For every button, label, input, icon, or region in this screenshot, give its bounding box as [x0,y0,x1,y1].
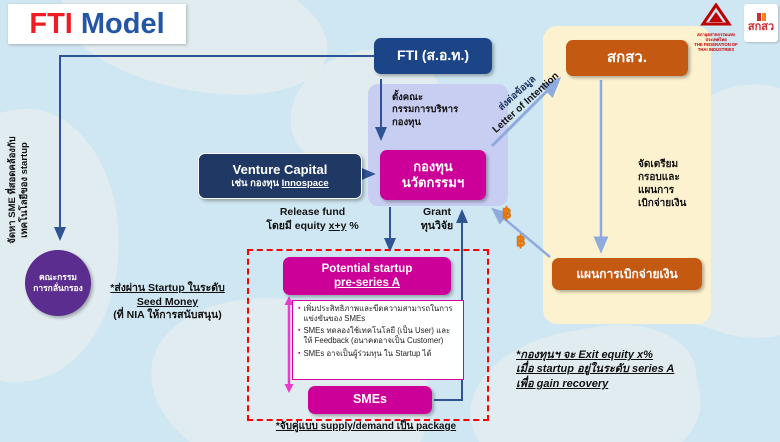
bullet-text: เพิ่มประสิทธิภาพและขีดความสามารถในการแข่… [303,304,453,324]
seed-line3: (ที่ NIA ให้การสนับสนุน) [113,309,222,322]
vc-subtitle-fund: Innospace [281,178,329,190]
bullet-text: SMEs อาจเป็นผู้ร่วมทุน ใน Startup ได้ [303,348,432,358]
matching-note-text: *จับคู่แบบ supply/demand เป็น package [275,421,457,432]
tsri-logo-text: สกสว [747,21,775,33]
fund-line1: กองทุน [413,158,453,174]
release-line2: โดยมี equity x+y % [255,220,370,234]
node-innovation-fund: กองทุน นวัตกรรมฯ [380,150,486,200]
node-disbursement-plan: แผนการเบิกจ่ายเงิน [552,258,702,290]
screening-line2: การกลั่นกรอง [33,283,83,293]
node-venture-capital: Venture Capital เช่น กองทุน Innospace [198,153,362,199]
title-model: Model [80,7,165,40]
title-fti: FTI [29,7,73,40]
fti-logo-thai-caption: สภาอุตสาหกรรมแห่งประเทศไทย [697,32,735,43]
tsri-label: สกสว. [607,48,647,66]
fti-logo-en-caption: THE FEDERATION OF THAI INDUSTRIES [694,42,738,53]
label-prepare-plan: จัดเตรียม กรอบและ แผนการ เบิกจ่ายเงิน [638,159,687,209]
startup-benefits-panel: ▪เพิ่มประสิทธิภาพและขีดความสามารถในการแข… [292,300,464,380]
smes-label: SMEs [352,392,388,407]
release-equity-value: x+y [328,219,347,232]
node-screening-committee: คณะกรรม การกลั่นกรอง [25,250,91,316]
node-smes: SMEs [308,386,432,414]
bullet-text: SMEs ทดลองใช้เทคโนโลยี (เป็น User) และให… [303,326,451,346]
release-line1: Release fund [279,206,346,218]
release-equity-prefix: โดยมี equity [266,219,329,232]
potential-line1: Potential startup [321,262,413,275]
node-fti-label: FTI (ส.อ.ท.) [396,47,470,64]
fti-knot-icon [700,2,732,26]
fund-line2: นวัตกรรมฯ [401,175,465,190]
list-item: ▪เพิ่มประสิทธิภาพและขีดความสามารถในการแข… [298,304,458,324]
vc-subtitle: เช่น กองทุน Innospace [231,178,328,190]
bullet-square-icon: ▪ [298,327,301,335]
tsri-logo: สกสว [744,4,778,42]
bullet-square-icon: ▪ [298,349,301,357]
baht-icon: ฿ [502,205,512,222]
startup-benefits-list: ▪เพิ่มประสิทธิภาพและขีดความสามารถในการแข… [298,304,458,359]
bullet-square-icon: ▪ [298,305,301,312]
baht-icon: ฿ [516,233,526,250]
exit-line1: *กองทุนฯ จะ Exit equity x% [516,349,653,361]
node-fti: FTI (ส.อ.ท.) [374,38,492,74]
label-find-sme: จัดหา SME ที่สอดคล้องกับ เทคโนโลยีของ st… [7,136,31,244]
screening-line1: คณะกรรม [38,271,78,282]
exit-line2: เมื่อ startup อยู่ในระดับ series A [516,363,675,376]
potential-line2: pre-series A [333,277,401,289]
list-item: ▪SMEs อาจเป็นผู้ร่วมทุน ใน Startup ได้ [298,349,458,359]
startup-sme-dashed-group [247,249,489,421]
release-equity-suffix: % [346,219,359,232]
exit-line3: เพื่อ gain recovery [516,377,609,390]
seed-line2: Seed Money [136,295,199,308]
label-release-fund: Release fund โดยมี equity x+y % [255,206,370,233]
page-title: FTI Model [8,4,186,44]
vc-subtitle-prefix: เช่น กองทุน [231,178,282,190]
label-exit-note: *กองทุนฯ จะ Exit equity x% เมื่อ startup… [516,348,721,391]
vc-title: Venture Capital [232,161,328,177]
label-grant: Grant ทุนวิจัย [420,206,454,232]
node-tsri: สกสว. [566,40,688,76]
tsri-logo-icon [756,13,766,21]
seed-line1: *ส่งผ่าน Startup ในระดับ [110,282,225,294]
label-setup-committee: ตั้งคณะ กรรมการบริหาร กองทุน [392,92,459,128]
node-potential-startup: Potential startup pre-series A [283,257,451,295]
label-seed-money: *ส่งผ่าน Startup ในระดับ Seed Money (ที่… [90,282,245,323]
label-matching-note: *จับคู่แบบ supply/demand เป็น package [247,420,485,433]
list-item: ▪SMEs ทดลองใช้เทคโนโลยี (เป็น User) และใ… [298,326,458,346]
plan-label: แผนการเบิกจ่ายเงิน [576,266,678,281]
fti-logo: สภาอุตสาหกรรมแห่งประเทศไทย THE FEDERATIO… [690,2,742,53]
